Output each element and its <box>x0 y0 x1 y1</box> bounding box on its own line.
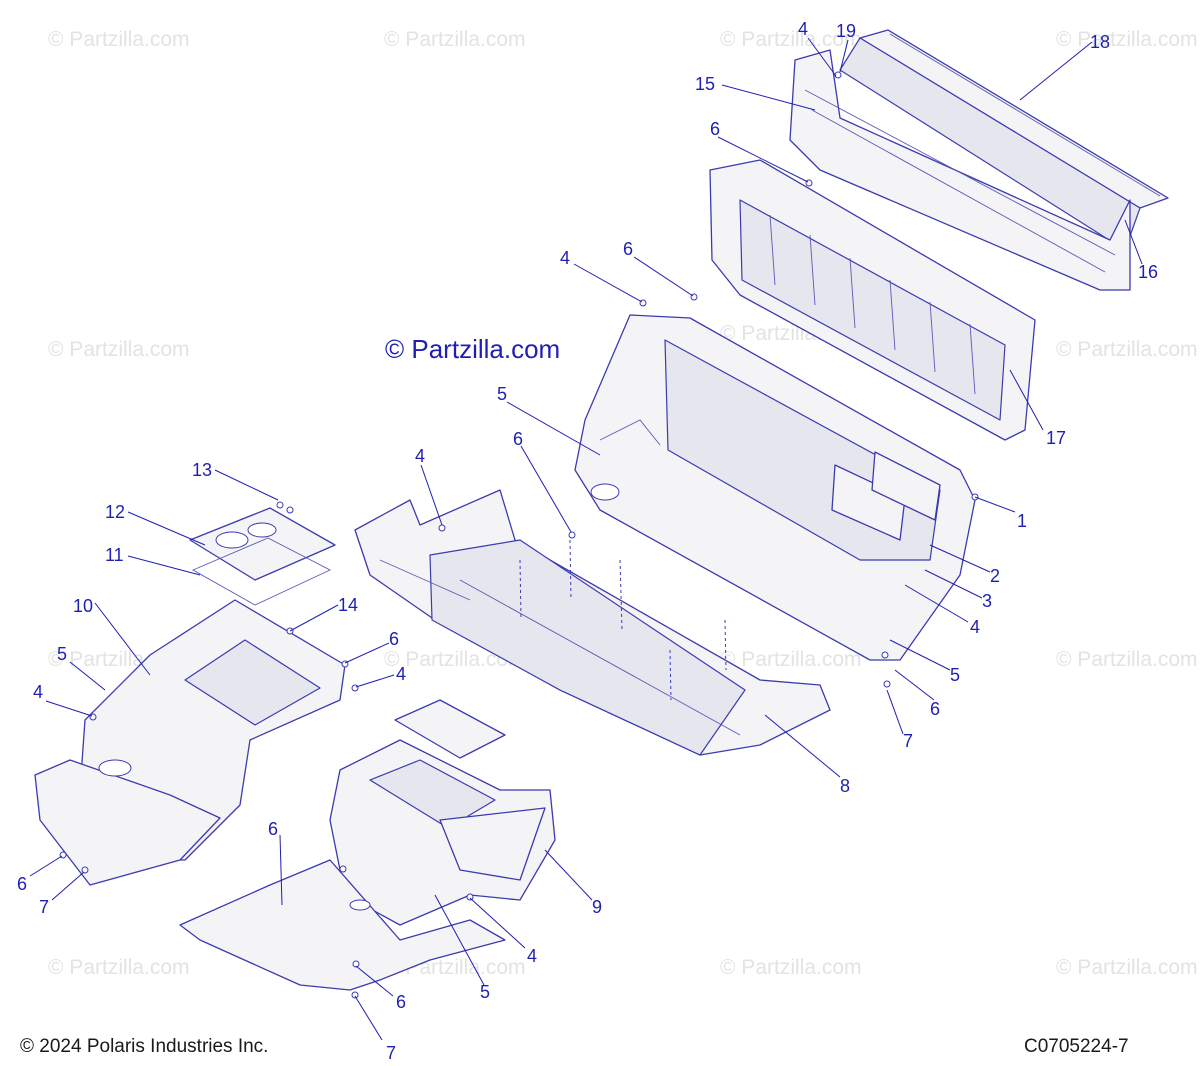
part-left-access-cover <box>189 507 336 606</box>
part-cargo-box <box>574 314 976 661</box>
part-bed-liner-panel <box>709 159 1036 441</box>
callout-1[interactable]: 1 <box>1017 511 1027 531</box>
callout-14[interactable]: 14 <box>338 595 358 615</box>
callout-6[interactable]: 6 <box>396 992 406 1012</box>
callout-4[interactable]: 4 <box>560 248 570 268</box>
callout-8[interactable]: 8 <box>840 776 850 796</box>
watermark: © Partzilla.com <box>384 28 526 51</box>
watermark: © Partzilla.com <box>1056 338 1198 361</box>
callout-6[interactable]: 6 <box>389 629 399 649</box>
callout-2[interactable]: 2 <box>990 566 1000 586</box>
callout-16[interactable]: 16 <box>1138 262 1158 282</box>
callout-layer: 1 2 3 4 5 6 7 8 9 10 11 12 13 14 15 16 1… <box>17 19 1158 1063</box>
callout-4[interactable]: 4 <box>970 617 980 637</box>
callout-4[interactable]: 4 <box>415 446 425 466</box>
watermark: © Partzilla.com <box>48 956 190 979</box>
watermark: © Partzilla.com <box>384 648 526 671</box>
watermark: © Partzilla.com <box>48 338 190 361</box>
diagram-code: C0705224-7 <box>1024 1036 1129 1057</box>
callout-3[interactable]: 3 <box>982 591 992 611</box>
callout-5[interactable]: 5 <box>480 982 490 1002</box>
callout-6[interactable]: 6 <box>268 819 278 839</box>
watermark: © Partzilla.com <box>1056 648 1198 671</box>
watermark: © Partzilla.com <box>1056 956 1198 979</box>
fastener-group <box>59 71 979 999</box>
part-left-seat-base <box>34 599 346 886</box>
part-upper-trim <box>789 49 1131 291</box>
part-rear-panel <box>839 29 1169 251</box>
callout-5[interactable]: 5 <box>497 384 507 404</box>
callout-6[interactable]: 6 <box>513 429 523 449</box>
leader-lines <box>29 37 1143 1041</box>
callout-4[interactable]: 4 <box>798 19 808 39</box>
callout-5[interactable]: 5 <box>950 665 960 685</box>
callout-15[interactable]: 15 <box>695 74 715 94</box>
watermark: © Partzilla.com <box>720 648 862 671</box>
callout-6[interactable]: 6 <box>17 874 27 894</box>
callout-12[interactable]: 12 <box>105 502 125 522</box>
callout-4[interactable]: 4 <box>527 946 537 966</box>
callout-7[interactable]: 7 <box>386 1043 396 1063</box>
callout-19[interactable]: 19 <box>836 21 856 41</box>
callout-4[interactable]: 4 <box>33 682 43 702</box>
callout-17[interactable]: 17 <box>1046 428 1066 448</box>
callout-6[interactable]: 6 <box>710 119 720 139</box>
partzilla-watermark: © Partzilla.com <box>385 334 560 364</box>
callout-6[interactable]: 6 <box>623 239 633 259</box>
callout-9[interactable]: 9 <box>592 897 602 917</box>
callout-7[interactable]: 7 <box>903 731 913 751</box>
callout-13[interactable]: 13 <box>192 460 212 480</box>
callout-18[interactable]: 18 <box>1090 32 1110 52</box>
callout-6[interactable]: 6 <box>930 699 940 719</box>
callout-11[interactable]: 11 <box>105 545 124 565</box>
watermark: © Partzilla.com <box>48 28 190 51</box>
watermark: © Partzilla.com <box>1056 28 1198 51</box>
part-right-seat-base <box>329 699 556 926</box>
watermark: © Partzilla.com <box>720 28 862 51</box>
copyright-notice: © 2024 Polaris Industries Inc. <box>20 1036 268 1057</box>
callout-5[interactable]: 5 <box>57 644 67 664</box>
watermark: © Partzilla.com <box>720 956 862 979</box>
part-floor-tub <box>354 489 831 756</box>
callout-4[interactable]: 4 <box>396 664 406 684</box>
callout-7[interactable]: 7 <box>39 897 49 917</box>
callout-10[interactable]: 10 <box>73 596 93 616</box>
part-right-floor-panel <box>179 859 506 991</box>
